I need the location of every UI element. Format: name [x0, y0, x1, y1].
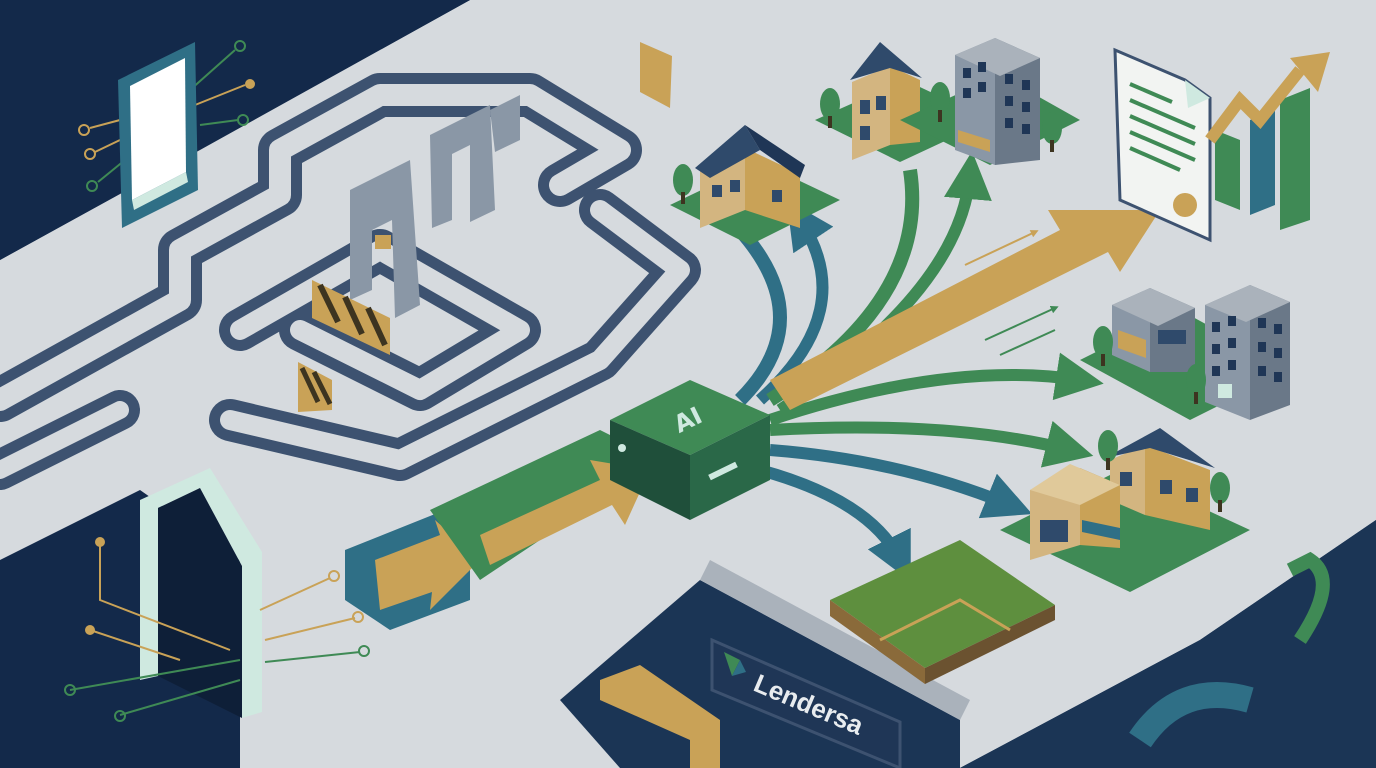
outbound-paths: [734, 151, 1104, 582]
doorway-icon: [118, 42, 198, 228]
pipe: [600, 551, 1330, 768]
document-icon: [1113, 47, 1212, 243]
office-building-icon: [1205, 285, 1290, 420]
growth-chart-icon: [1205, 52, 1330, 230]
maze-gate: [350, 95, 520, 318]
tree-icon: [673, 164, 693, 204]
lendersa-logo-icon: [724, 652, 746, 676]
house-icon: [670, 125, 840, 245]
barrier-icon: [312, 280, 390, 355]
tree-icon: [1093, 326, 1113, 366]
tree-icon: [1098, 430, 1118, 470]
tree-icon: [1186, 364, 1206, 404]
tree-icon: [820, 88, 840, 128]
apartment-icon: [900, 38, 1080, 165]
lower-pit: [960, 520, 1376, 768]
barrier-icon: [298, 362, 333, 412]
land-plot-icon: [830, 540, 1055, 684]
upper-left-panel: [0, 0, 470, 260]
barrier-icon: [640, 42, 672, 108]
inbound-arrow: [430, 430, 660, 580]
storefront-icon: [1030, 464, 1120, 560]
ai-processor-box: AI: [610, 380, 770, 520]
speed-lines: [964, 230, 1059, 356]
tree-icon: [930, 82, 950, 122]
maze: [0, 73, 701, 490]
tree-icon: [1042, 112, 1062, 152]
growth-arrow: [770, 210, 1160, 410]
tree-icon: [1210, 472, 1230, 512]
platform-edge: [700, 560, 970, 720]
circuit-icon: [64, 537, 370, 722]
